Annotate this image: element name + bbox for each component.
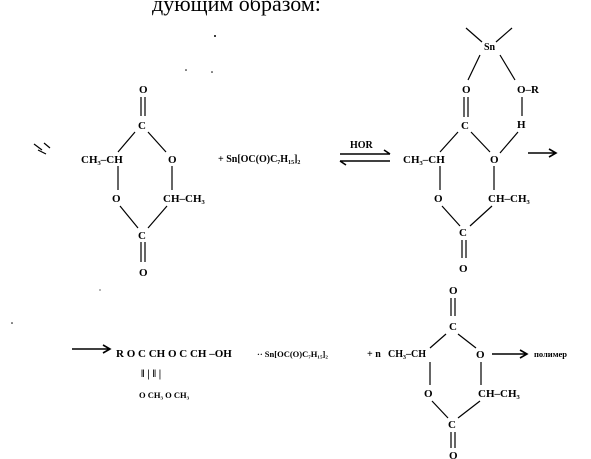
lactide-left-ch3-ch: CH₃–CH: [81, 154, 123, 166]
scan-specks: [11, 35, 216, 324]
chain-catalyst: ·· Sn[OC(O)C₇H₁₅]₂: [257, 349, 328, 359]
complex-c-bottom: C: [459, 227, 467, 239]
equilibrium-arrows: HOR: [339, 140, 391, 166]
arrow-to-polymer: [492, 349, 529, 359]
lactide-bottom-c-top: C: [449, 321, 457, 333]
complex-c-top: C: [461, 120, 469, 132]
complex-ch-ch3: CH–CH₃: [488, 193, 531, 205]
lactide-bottom-o-right: O: [476, 349, 485, 361]
lactide-left: O C CH₃–CH O O CH–CH₃ C O: [81, 84, 206, 279]
product-label: полимер: [534, 349, 567, 359]
complex-o-right: O: [490, 154, 499, 166]
lactide-left-ch-ch3: CH–CH₃: [163, 193, 206, 205]
complex-sn: Sn: [484, 42, 496, 53]
polymer-chain: R O C CH O C CH –OH ‖ | ‖ | O CH₃ O CH₃ …: [116, 348, 426, 400]
lactide-left-o-top: O: [139, 84, 148, 96]
chain-plus-n: + n: [367, 349, 381, 360]
arrow-right-left: [72, 344, 112, 354]
hor-label: HOR: [350, 140, 374, 151]
tin-complex: Sn O O–R H C CH₃–CH O O CH–CH₃ C O: [403, 27, 540, 275]
lactide-bottom-ch-ch3: CH–CH₃: [478, 388, 521, 400]
lactide-left-o-left: O: [112, 193, 121, 205]
chain-ch3-ch: CH₃–CH: [388, 349, 426, 360]
lactide-bottom-o-top: O: [449, 285, 458, 297]
complex-o-left: O: [434, 193, 443, 205]
lactide-bottom: O C O O CH–CH₃ C O: [424, 285, 521, 459]
chain-r-chain: R O C CH O C CH –OH: [116, 348, 232, 360]
complex-ch3-ch: CH₃–CH: [403, 154, 445, 166]
lactide-left-c-bottom: C: [138, 230, 146, 242]
lactide-bottom-c-bottom: C: [448, 419, 456, 431]
chain-o-ch3: O CH₃ O CH₃: [139, 390, 190, 400]
chain-double-bonds: ‖ | ‖ |: [141, 368, 161, 380]
header-text: дующим образом:: [152, 0, 321, 16]
complex-h: H: [517, 119, 526, 131]
lactide-left-c-top: C: [138, 120, 146, 132]
lactide-left-o-right: O: [168, 154, 177, 166]
lactide-bottom-o-bottom: O: [449, 450, 458, 459]
arrow-right-top: [528, 148, 558, 158]
complex-o-top: O: [462, 84, 471, 96]
complex-o-r: O–R: [517, 84, 540, 96]
lactide-bottom-o-left: O: [424, 388, 433, 400]
catalyst-text: + Sn[OC(O)C₇H₁₅]₂: [218, 154, 300, 165]
complex-o-bottom: O: [459, 263, 468, 275]
lactide-left-o-bottom: O: [139, 267, 148, 279]
